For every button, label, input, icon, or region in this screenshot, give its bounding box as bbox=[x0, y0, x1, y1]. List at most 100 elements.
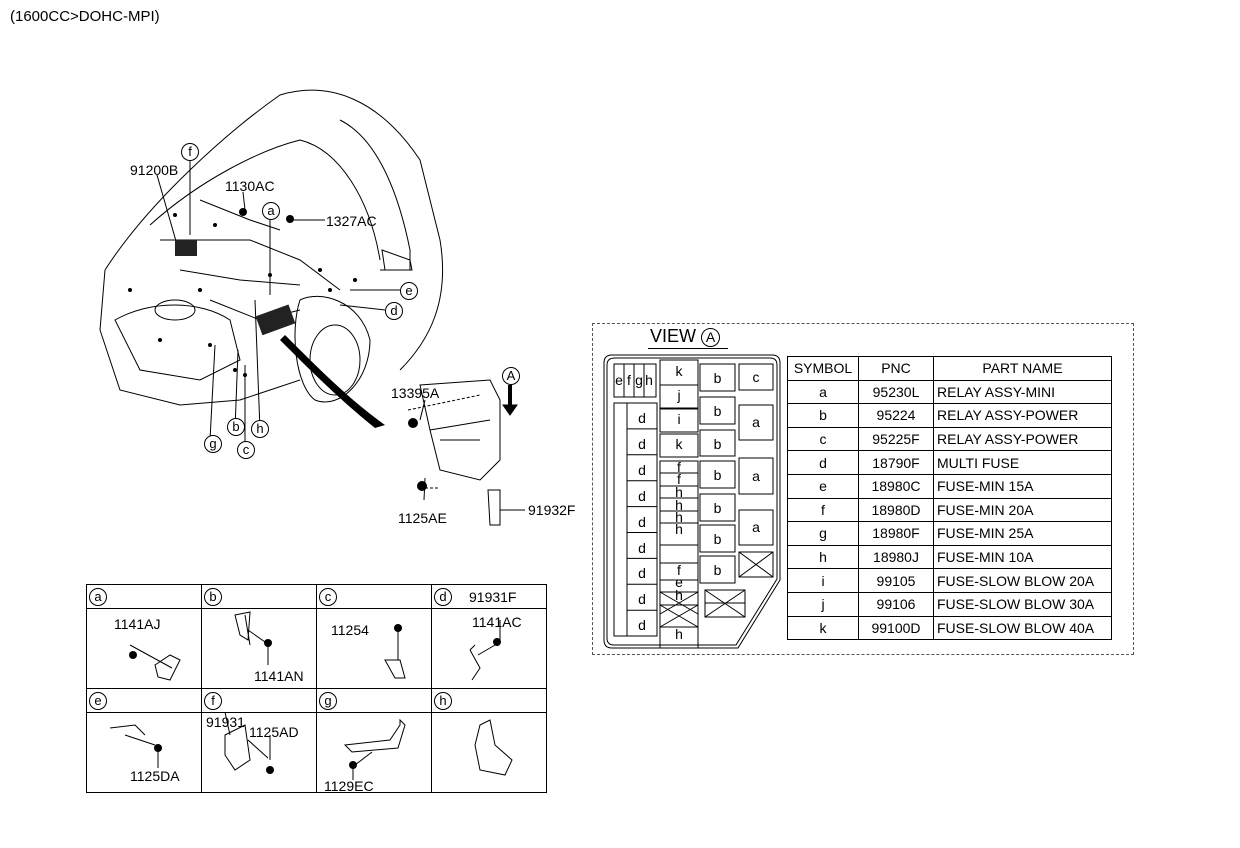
header-pnc: PNC bbox=[858, 356, 934, 381]
part-label-91200B: 91200B bbox=[130, 162, 179, 178]
multi-fuse-label: d bbox=[638, 487, 646, 504]
mini-fuse-label: f bbox=[677, 471, 681, 487]
slow-blow-fuse-label: k bbox=[675, 363, 683, 379]
cell-part-name: FUSE-SLOW BLOW 20A bbox=[933, 568, 1112, 593]
header-symbol: SYMBOL bbox=[787, 356, 859, 381]
view-title: VIEW A bbox=[650, 326, 721, 347]
detail-part-number: 11254 bbox=[331, 622, 369, 638]
cell-pnc: 18980F bbox=[858, 521, 934, 546]
cell-pnc: 18980D bbox=[858, 497, 934, 523]
relay-label: c bbox=[752, 369, 760, 385]
cell-symbol: k bbox=[787, 615, 859, 641]
detail-symbol: a bbox=[89, 588, 107, 606]
cell-part-name: FUSE-MIN 15A bbox=[933, 473, 1112, 499]
cell-part-name: FUSE-MIN 25A bbox=[933, 521, 1112, 546]
callout-h: h bbox=[251, 420, 269, 438]
table-header-row: SYMBOL PNC PART NAME bbox=[787, 356, 1112, 381]
mini-fuse-label: h bbox=[675, 521, 683, 537]
multi-fuse-label: d bbox=[638, 461, 646, 478]
multi-fuse-label: d bbox=[638, 435, 646, 452]
cell-pnc: 18980J bbox=[858, 544, 934, 570]
multi-fuse-label: d bbox=[638, 410, 646, 426]
cell-symbol: a bbox=[787, 379, 859, 405]
detail-symbol: b bbox=[204, 588, 222, 606]
fuse-slot-label: e bbox=[615, 372, 623, 388]
relay-power-label: b bbox=[713, 370, 722, 386]
callout-e: e bbox=[400, 282, 418, 300]
cell-pnc: 95230L bbox=[858, 379, 934, 405]
detail-part-number: 1125AD bbox=[249, 724, 299, 740]
mini-fuse-label: h bbox=[675, 484, 683, 500]
mini-fuse-label: f bbox=[677, 562, 681, 578]
part-label-1130AC: 1130AC bbox=[225, 178, 275, 194]
part-label-91932F: 91932F bbox=[528, 502, 576, 518]
multi-fuse-label: d bbox=[638, 565, 646, 582]
detail-symbol: c bbox=[319, 588, 337, 606]
callout-a: a bbox=[262, 202, 280, 220]
detail-part-number: 91931 bbox=[206, 714, 245, 730]
fuse-slot-label: h bbox=[645, 372, 653, 388]
slow-blow-fuse-label: i bbox=[677, 411, 681, 427]
cell-part-name: FUSE-SLOW BLOW 30A bbox=[933, 591, 1112, 617]
detail-symbol: g bbox=[319, 692, 337, 710]
cell-symbol: d bbox=[787, 450, 859, 475]
view-title-text: VIEW bbox=[650, 326, 697, 346]
detail-part-number: 1141AC bbox=[472, 614, 522, 630]
detail-symbol: d bbox=[434, 588, 452, 606]
view-a-panel bbox=[592, 323, 1134, 655]
cell-part-name: MULTI FUSE bbox=[933, 450, 1112, 475]
mini-fuse-label: e bbox=[675, 574, 683, 590]
header-part-name: PART NAME bbox=[933, 356, 1112, 381]
callout-f: f bbox=[181, 143, 199, 161]
cell-part-name: RELAY ASSY-MINI bbox=[933, 379, 1112, 405]
relay-power-label: b bbox=[713, 500, 722, 516]
detail-part-number: 91931F bbox=[469, 589, 517, 605]
cell-symbol: e bbox=[787, 473, 859, 499]
page-title: (1600CC>DOHC-MPI) bbox=[10, 8, 160, 25]
cell-symbol: b bbox=[787, 403, 859, 428]
fuse-slot-label: f bbox=[627, 372, 631, 388]
cell-part-name: RELAY ASSY-POWER bbox=[933, 403, 1112, 428]
cell-pnc: 99100D bbox=[858, 615, 934, 641]
part-label-13395A: 13395A bbox=[391, 385, 440, 401]
cell-pnc: 18790F bbox=[858, 450, 934, 475]
multi-fuse-label: d bbox=[638, 591, 646, 608]
detail-symbol: e bbox=[89, 692, 107, 710]
detail-cell-h bbox=[431, 712, 547, 793]
view-title-underline bbox=[648, 348, 728, 349]
relay-label: a bbox=[752, 468, 760, 484]
cell-part-name: FUSE-MIN 10A bbox=[933, 544, 1112, 570]
relay-power-label: b bbox=[713, 467, 722, 483]
relay-power-label: b bbox=[713, 436, 722, 452]
part-label-1327AC: 1327AC bbox=[326, 213, 377, 229]
cell-pnc: 95224 bbox=[858, 403, 934, 428]
detail-part-number: 1129EC bbox=[324, 778, 374, 794]
relay-power-label: b bbox=[713, 403, 722, 419]
callout-c: c bbox=[237, 441, 255, 459]
mini-fuse-label: h bbox=[675, 497, 683, 513]
mini-fuse-label: h bbox=[675, 587, 683, 603]
detail-symbol: f bbox=[204, 692, 222, 710]
cell-part-name: FUSE-MIN 20A bbox=[933, 497, 1112, 523]
relay-label: a bbox=[752, 414, 760, 430]
cell-part-name: RELAY ASSY-POWER bbox=[933, 426, 1112, 452]
fuse-slot-label: g bbox=[635, 372, 643, 388]
relay-power-label: b bbox=[713, 531, 722, 547]
multi-fuse-label: d bbox=[638, 513, 646, 530]
relay-power-label: b bbox=[713, 562, 722, 578]
callout-g: g bbox=[204, 435, 222, 453]
cell-pnc: 99105 bbox=[858, 568, 934, 593]
callout-view-a: A bbox=[502, 367, 520, 385]
cell-symbol: c bbox=[787, 426, 859, 452]
